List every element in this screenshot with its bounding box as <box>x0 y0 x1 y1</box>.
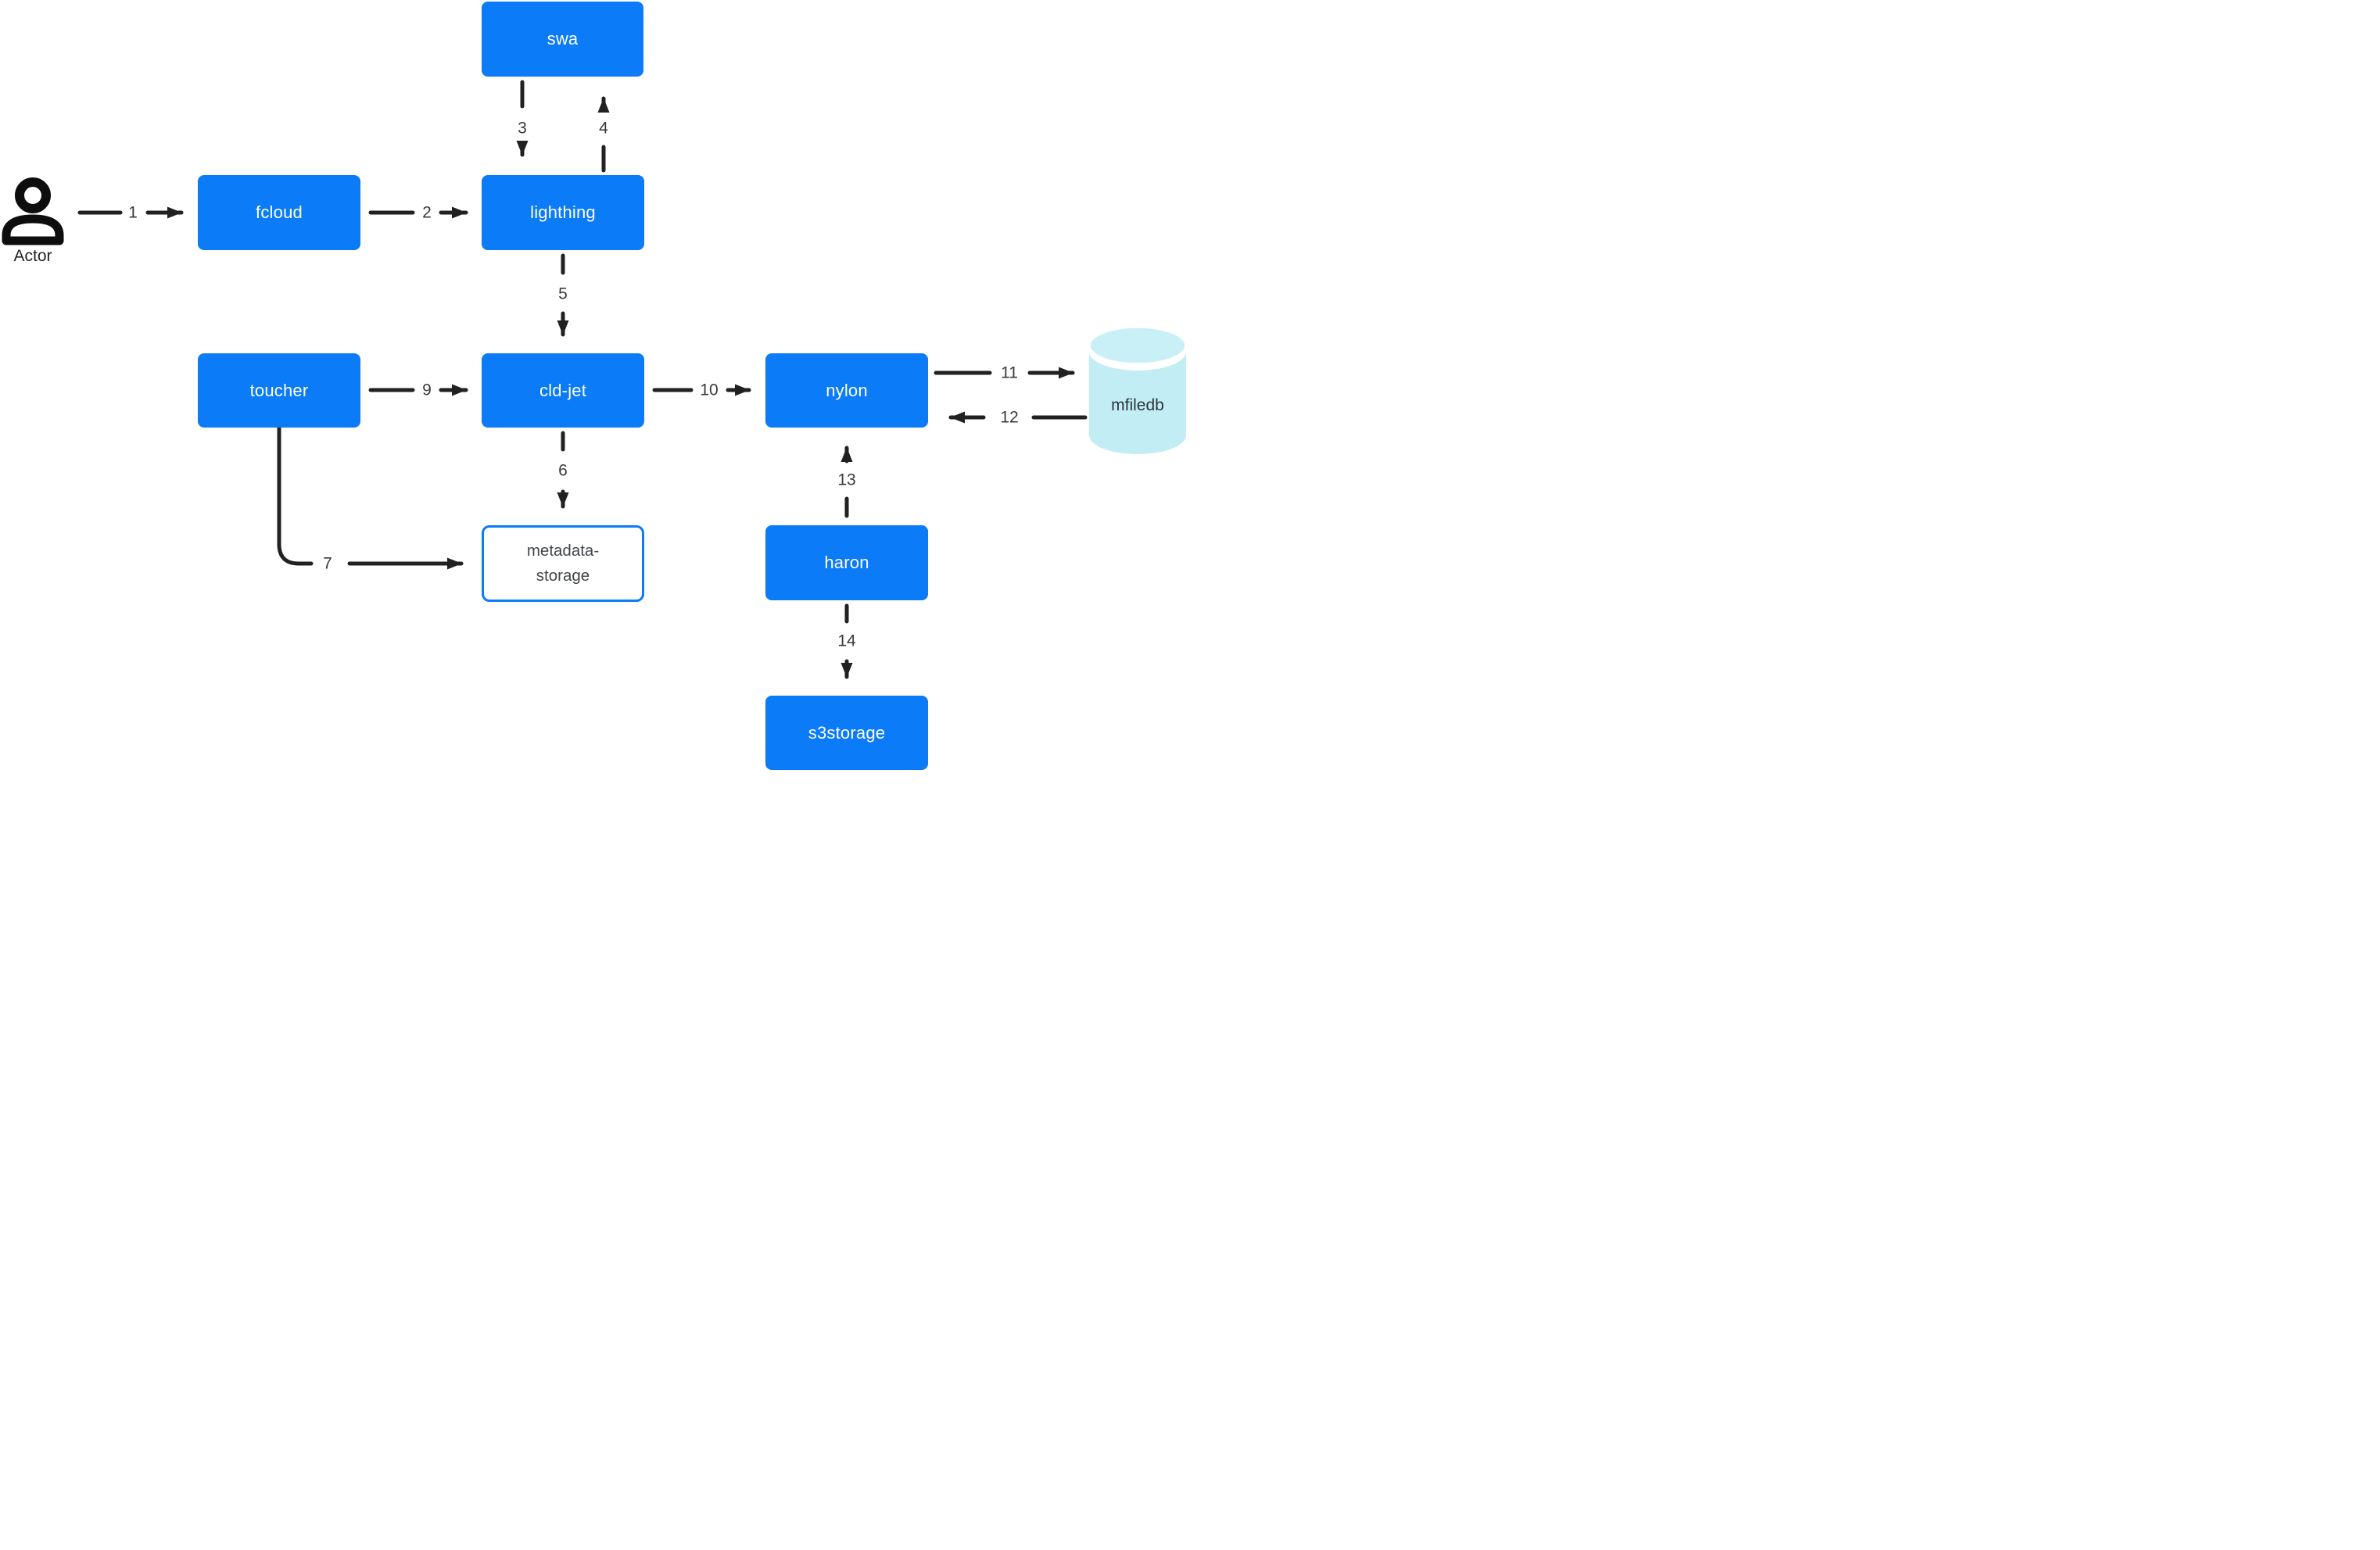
edge-12: 12 <box>948 409 1088 427</box>
edge-5-label: 5 <box>558 285 568 303</box>
node-swa: swa <box>482 2 643 77</box>
edge-12-label: 12 <box>1000 409 1018 427</box>
node-metadata-storage: metadata- storage <box>482 525 644 602</box>
node-nylon-label: nylon <box>826 380 868 400</box>
node-s3storage: s3storage <box>765 696 928 770</box>
edge-11-label: 11 <box>1001 364 1018 382</box>
node-lighthing-label: lighthing <box>530 202 596 222</box>
node-cld-jet-label: cld-jet <box>539 380 587 400</box>
node-metadata-storage-line1: metadata- <box>526 542 600 560</box>
node-s3storage-label: s3storage <box>808 722 886 743</box>
edge-9-label: 9 <box>422 381 432 399</box>
edge-14: 14 <box>837 603 856 679</box>
edge-5: 5 <box>557 253 569 337</box>
node-haron-label: haron <box>824 553 869 572</box>
node-lighthing: lighthing <box>482 175 644 250</box>
actor-label: Actor <box>13 247 52 265</box>
edge-4-label: 4 <box>599 120 608 138</box>
database-cylinder-icon: mfiledb <box>1088 326 1187 454</box>
edge-10: 10 <box>652 381 751 399</box>
edge-3: 3 <box>516 80 529 157</box>
edge-2-label: 2 <box>422 204 432 222</box>
node-swa-label: swa <box>547 29 579 48</box>
edge-13: 13 <box>837 446 856 518</box>
edge-14-label: 14 <box>837 632 856 650</box>
node-cld-jet: cld-jet <box>482 353 644 428</box>
person-icon <box>2 177 64 245</box>
edge-6-label: 6 <box>558 462 568 480</box>
edge-6: 6 <box>557 431 569 509</box>
node-toucher-label: toucher <box>249 380 309 400</box>
actor: Actor <box>1 175 65 266</box>
edge-2: 2 <box>368 204 468 222</box>
edge-4: 4 <box>597 96 610 173</box>
edge-1-label: 1 <box>128 204 138 222</box>
edge-1: 1 <box>77 204 184 222</box>
node-fcloud-label: fcloud <box>256 202 303 222</box>
edge-3-label: 3 <box>518 120 527 138</box>
edge-9: 9 <box>368 381 468 399</box>
node-toucher: toucher <box>198 353 360 428</box>
node-mfiledb-label: mfiledb <box>1111 396 1164 414</box>
edge-7-label: 7 <box>323 555 332 573</box>
edge-13-label: 13 <box>837 471 855 489</box>
edge-11: 11 <box>934 364 1075 382</box>
node-fcloud: fcloud <box>198 175 360 250</box>
diagram-canvas: 1 2 3 4 5 6 7 <box>0 0 1190 775</box>
node-metadata-storage-line2: storage <box>536 567 590 585</box>
node-nylon: nylon <box>765 353 928 428</box>
edge-10-label: 10 <box>700 381 718 399</box>
node-haron: haron <box>765 525 928 600</box>
edge-7: 7 <box>277 425 464 573</box>
node-mfiledb: mfiledb <box>1088 326 1187 454</box>
